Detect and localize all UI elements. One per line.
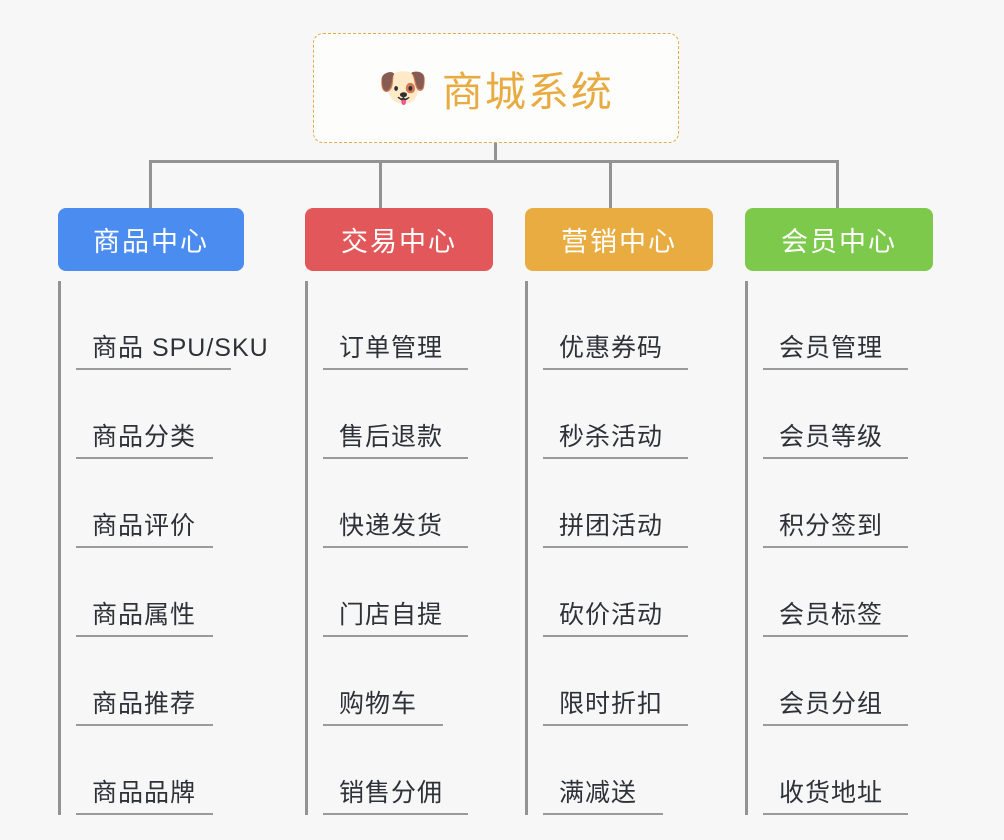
branch-header-4[interactable]: 会员中心 xyxy=(745,208,933,271)
leaf-item-label: 收货地址 xyxy=(779,778,884,807)
leaf-item[interactable]: 收货地址 xyxy=(763,726,908,815)
leaf-item-label: 会员等级 xyxy=(779,422,884,451)
root-title: 商城系统 xyxy=(441,69,614,115)
leaf-item[interactable]: 商品 SPU/SKU xyxy=(76,281,268,370)
dog-face-icon: 🐶 xyxy=(378,66,428,110)
leaf-item-label: 会员分组 xyxy=(779,689,884,718)
leaf-item[interactable]: 积分签到 xyxy=(763,459,908,548)
leaf-item[interactable]: 快递发货 xyxy=(323,459,468,548)
root-node[interactable]: 🐶 商城系统 xyxy=(313,33,679,143)
leaf-item[interactable]: 限时折扣 xyxy=(543,637,688,726)
leaf-item-label: 秒杀活动 xyxy=(559,422,664,451)
branch-column-3: 营销中心 优惠券码 秒杀活动 拼团活动 砍价活动 限时折扣 满减送 xyxy=(525,208,713,815)
branch-column-4: 会员中心 会员管理 会员等级 积分签到 会员标签 会员分组 收货地址 xyxy=(745,208,933,815)
leaf-item-label: 拼团活动 xyxy=(559,511,664,540)
leaf-item-label: 订单管理 xyxy=(339,333,444,362)
leaf-item-label: 商品 SPU/SKU xyxy=(92,333,269,362)
leaf-item[interactable]: 满减送 xyxy=(543,726,663,815)
leaf-item-label: 售后退款 xyxy=(339,422,444,451)
connector-drop-2 xyxy=(379,160,382,210)
leaf-item[interactable]: 会员标签 xyxy=(763,548,908,637)
branch-leaf-list-1: 商品 SPU/SKU 商品分类 商品评价 商品属性 商品推荐 商品品牌 xyxy=(58,281,268,815)
leaf-item-label: 积分签到 xyxy=(779,511,884,540)
leaf-item-label: 商品属性 xyxy=(92,600,197,629)
leaf-item-label: 会员管理 xyxy=(779,333,884,362)
leaf-item[interactable]: 门店自提 xyxy=(323,548,468,637)
branch-leaf-list-4: 会员管理 会员等级 积分签到 会员标签 会员分组 收货地址 xyxy=(745,281,908,815)
leaf-item-label: 商品推荐 xyxy=(92,689,197,718)
leaf-item[interactable]: 购物车 xyxy=(323,637,443,726)
leaf-item-label: 购物车 xyxy=(339,689,418,718)
leaf-item-label: 门店自提 xyxy=(339,600,444,629)
leaf-item[interactable]: 商品品牌 xyxy=(76,726,213,815)
leaf-item-label: 商品评价 xyxy=(92,511,197,540)
leaf-item[interactable]: 商品推荐 xyxy=(76,637,213,726)
leaf-item-label: 会员标签 xyxy=(779,600,884,629)
leaf-item-label: 砍价活动 xyxy=(559,600,664,629)
leaf-item[interactable]: 拼团活动 xyxy=(543,459,688,548)
leaf-item[interactable]: 会员管理 xyxy=(763,281,908,370)
branch-column-1: 商品中心 商品 SPU/SKU 商品分类 商品评价 商品属性 商品推荐 商品品牌 xyxy=(58,208,268,815)
branch-header-1[interactable]: 商品中心 xyxy=(58,208,244,271)
leaf-item-label: 销售分佣 xyxy=(339,778,444,807)
connector-drop-3 xyxy=(609,160,612,210)
connector-drop-4 xyxy=(836,160,839,210)
leaf-item-label: 商品分类 xyxy=(92,422,197,451)
leaf-item[interactable]: 秒杀活动 xyxy=(543,370,688,459)
leaf-item[interactable]: 订单管理 xyxy=(323,281,468,370)
leaf-item[interactable]: 会员分组 xyxy=(763,637,908,726)
leaf-item-label: 优惠券码 xyxy=(559,333,664,362)
branch-leaf-list-2: 订单管理 售后退款 快递发货 门店自提 购物车 销售分佣 xyxy=(305,281,468,815)
leaf-item[interactable]: 商品分类 xyxy=(76,370,213,459)
leaf-item-label: 限时折扣 xyxy=(559,689,664,718)
branch-header-3[interactable]: 营销中心 xyxy=(525,208,713,271)
branch-header-2[interactable]: 交易中心 xyxy=(305,208,493,271)
leaf-item[interactable]: 会员等级 xyxy=(763,370,908,459)
leaf-item-label: 快递发货 xyxy=(339,511,444,540)
leaf-item[interactable]: 售后退款 xyxy=(323,370,468,459)
leaf-item-label: 满减送 xyxy=(559,778,638,807)
leaf-item[interactable]: 砍价活动 xyxy=(543,548,688,637)
connector-drop-1 xyxy=(149,160,152,210)
connector-root-trunk xyxy=(494,143,497,163)
leaf-item[interactable]: 商品属性 xyxy=(76,548,213,637)
leaf-item[interactable]: 优惠券码 xyxy=(543,281,688,370)
branch-column-2: 交易中心 订单管理 售后退款 快递发货 门店自提 购物车 销售分佣 xyxy=(305,208,493,815)
branch-leaf-list-3: 优惠券码 秒杀活动 拼团活动 砍价活动 限时折扣 满减送 xyxy=(525,281,688,815)
leaf-item[interactable]: 商品评价 xyxy=(76,459,213,548)
connector-horizontal-bus xyxy=(149,160,839,163)
leaf-item[interactable]: 销售分佣 xyxy=(323,726,468,815)
leaf-item-label: 商品品牌 xyxy=(92,778,197,807)
